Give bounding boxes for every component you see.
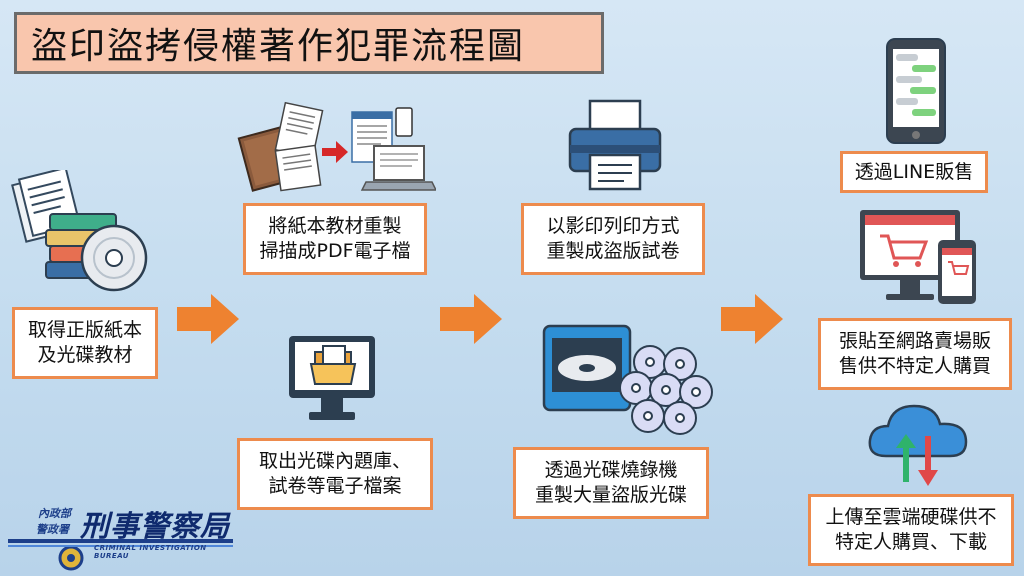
step-photocopy: 以影印列印方式 重製成盜版試卷 — [521, 203, 705, 275]
books-and-cd-icon — [11, 170, 148, 292]
arrow-right-icon — [721, 294, 783, 344]
police-badge-icon — [58, 545, 84, 571]
page-title: 盜印盜拷侵權著作犯罪流程圖 — [14, 12, 604, 74]
step-scan-to-pdf: 將紙本教材重製 掃描成PDF電子檔 — [243, 203, 427, 275]
step-extract-files: 取出光碟內題庫、 試卷等電子檔案 — [237, 438, 433, 510]
cloud-sync-icon — [868, 404, 968, 486]
step-sell-online: 張貼至網路賣場販 售供不特定人購買 — [818, 318, 1012, 390]
phone-chat-icon — [886, 38, 946, 144]
cib-logo: 內政部 警政署 刑事警察局 CRIMINAL INVESTIGATION BUR… — [8, 505, 238, 573]
printer-icon — [568, 99, 662, 191]
step-burn-cds: 透過光碟燒錄機 重製大量盜版光碟 — [513, 447, 709, 519]
scan-to-pdf-icon — [237, 101, 436, 192]
logo-ministry: 內政部 — [38, 507, 71, 520]
logo-bureau: 刑事警察局 — [80, 509, 231, 543]
step-original-materials: 取得正版紙本 及光碟教材 — [12, 307, 158, 379]
logo-police: 警政署 — [36, 523, 69, 536]
cd-burner-icon — [542, 324, 713, 435]
arrow-right-icon — [440, 294, 502, 344]
online-store-icon — [860, 210, 976, 304]
arrow-right-icon — [177, 294, 239, 344]
computer-folder-icon — [289, 336, 375, 420]
step-sell-line: 透過LINE販售 — [840, 151, 988, 193]
step-cloud-upload: 上傳至雲端硬碟供不 特定人購買、下載 — [808, 494, 1014, 566]
logo-english: CRIMINAL INVESTIGATION BUREAU — [94, 544, 207, 560]
